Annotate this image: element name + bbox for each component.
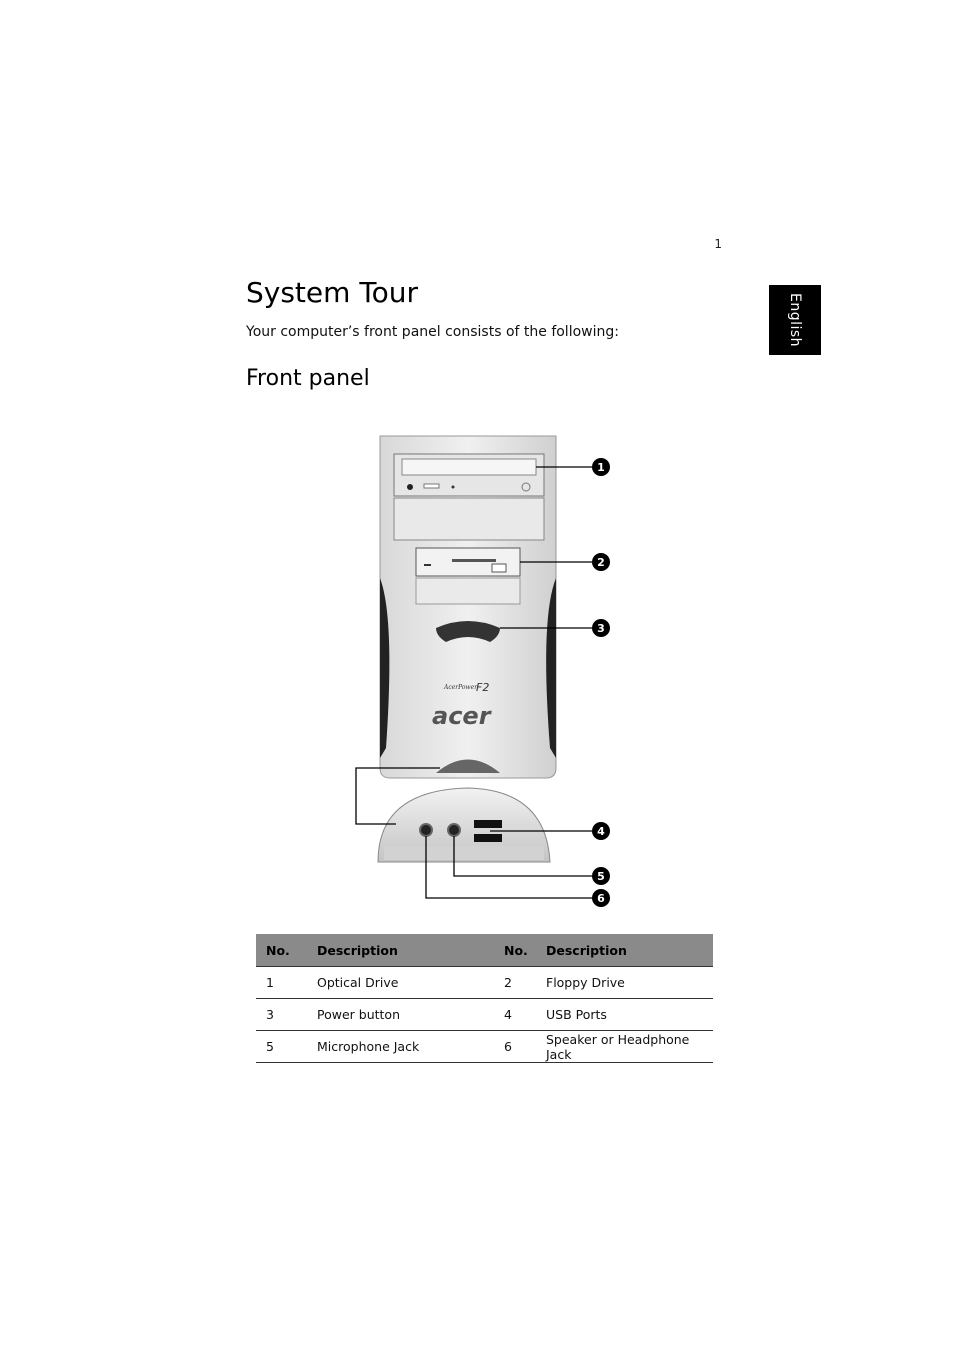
table-header: No.: [256, 934, 307, 967]
svg-text:6: 6: [597, 892, 605, 905]
page-number: 1: [714, 237, 722, 251]
page-title: System Tour: [246, 276, 419, 309]
table-cell: 3: [256, 998, 307, 1031]
table-header: Description: [536, 934, 713, 967]
svg-text:5: 5: [597, 870, 605, 883]
table-header-row: No. Description No. Description: [256, 934, 713, 967]
callout-6: 6: [592, 889, 610, 907]
callout-2: 2: [592, 553, 610, 571]
port-base: [377, 787, 551, 863]
language-tab-label: English: [787, 292, 803, 348]
table-cell: 6: [494, 1030, 536, 1063]
table-header: No.: [494, 934, 536, 967]
front-panel-figure: AcerPower F2 acer 1 2 3 4 5 6: [355, 435, 610, 907]
table-row: 5 Microphone Jack 6 Speaker or Headphone…: [256, 1030, 713, 1063]
intro-text: Your computer’s front panel consists of …: [246, 324, 619, 340]
callout-3: 3: [592, 619, 610, 637]
parts-table: No. Description No. Description 1 Optica…: [256, 934, 713, 1063]
table-cell: Optical Drive: [307, 966, 494, 999]
model-prefix: AcerPower: [443, 684, 478, 691]
table-cell: 1: [256, 966, 307, 999]
table-cell: USB Ports: [536, 998, 713, 1031]
callout-1: 1: [592, 458, 610, 476]
svg-text:1: 1: [597, 461, 605, 474]
svg-text:3: 3: [597, 622, 605, 635]
table-cell: 2: [494, 966, 536, 999]
language-tab: English: [769, 285, 821, 355]
table-cell: 4: [494, 998, 536, 1031]
table-cell: Microphone Jack: [307, 1030, 494, 1063]
callout-4: 4: [592, 822, 610, 840]
svg-text:2: 2: [597, 556, 605, 569]
table-cell: Floppy Drive: [536, 966, 713, 999]
svg-text:4: 4: [597, 825, 605, 838]
model-label: F2: [476, 681, 489, 694]
table-header: Description: [307, 934, 494, 967]
table-row: 1 Optical Drive 2 Floppy Drive: [256, 966, 713, 999]
section-heading: Front panel: [246, 366, 370, 391]
table-cell: Power button: [307, 998, 494, 1031]
table-cell: Speaker or Headphone Jack: [536, 1030, 713, 1063]
brand-logo: acer: [432, 702, 493, 730]
table-cell: 5: [256, 1030, 307, 1063]
table-row: 3 Power button 4 USB Ports: [256, 998, 713, 1031]
callout-5: 5: [592, 867, 610, 885]
tower-case: AcerPower F2 acer: [379, 435, 557, 779]
